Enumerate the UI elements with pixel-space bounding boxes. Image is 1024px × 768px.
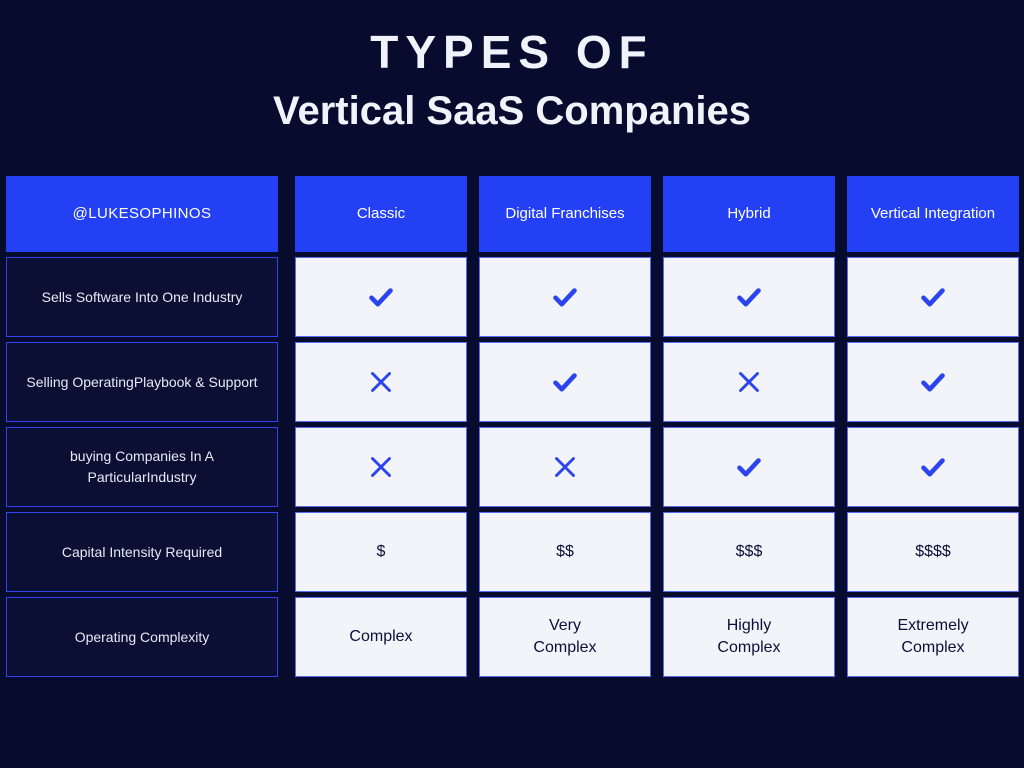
cell-r0-c0 [295, 257, 467, 337]
cell-text: $$$ [735, 543, 763, 560]
cell-r3-c0: $ [295, 512, 467, 592]
row-label-line: Playbook & Support [133, 373, 258, 390]
cell-text: $$$$ [915, 543, 951, 560]
check-icon [364, 280, 398, 314]
cell-text: $ [376, 543, 386, 560]
row-label-3: Capital Intensity Required [6, 512, 278, 592]
title-line-secondary: Vertical SaaS Companies [272, 89, 751, 133]
cell-text: Highly [726, 617, 772, 634]
cell-r2-c2 [663, 427, 835, 507]
row-label-1: Selling OperatingPlaybook & Support [6, 342, 278, 422]
row-label-line: Selling Operating [26, 373, 134, 390]
cell-text: Complex [717, 639, 781, 656]
cell-r1-c2 [663, 342, 835, 422]
cross-icon [364, 365, 398, 399]
cell-r4-c0: Complex [295, 597, 467, 677]
header-cell-3: Hybrid [663, 176, 835, 252]
cell-text: Complex [533, 639, 597, 656]
row-label-0: Sells Software Into One Industry [6, 257, 278, 337]
cell-text: Complex [901, 639, 965, 656]
check-icon [916, 365, 950, 399]
cell-r3-c1: $$ [479, 512, 651, 592]
row-label-line: Sells Software Into One Industry [41, 288, 243, 305]
cell-text: Complex [349, 628, 413, 645]
row-label-4: Operating Complexity [6, 597, 278, 677]
cell-r1-c3 [847, 342, 1019, 422]
table-row: buying Companies In A ParticularIndustry [6, 427, 1019, 507]
row-label-line: Capital Intensity Required [61, 543, 223, 560]
title-line-primary: TYPES OF [370, 26, 654, 78]
row-label-line: Operating Complexity [74, 628, 210, 645]
cell-r2-c1 [479, 427, 651, 507]
cell-text: $$ [556, 543, 574, 560]
cell-r0-c3 [847, 257, 1019, 337]
table-row: Capital Intensity Required$$$$$$$$$$ [6, 512, 1019, 592]
cell-r3-c2: $$$ [663, 512, 835, 592]
page-title: TYPES OF Vertical SaaS Companies [0, 22, 1024, 140]
check-icon [916, 450, 950, 484]
cross-icon [548, 450, 582, 484]
cell-r2-c0 [295, 427, 467, 507]
cell-r1-c1 [479, 342, 651, 422]
check-icon [548, 365, 582, 399]
header-cell-4: Vertical Integration [847, 176, 1019, 252]
check-icon [548, 280, 582, 314]
table-row: Sells Software Into One Industry [6, 257, 1019, 337]
cell-r1-c0 [295, 342, 467, 422]
cell-r3-c3: $$$$ [847, 512, 1019, 592]
cell-r0-c1 [479, 257, 651, 337]
header-cell-2: Digital Franchises [479, 176, 651, 252]
check-icon [732, 450, 766, 484]
cross-icon [732, 365, 766, 399]
check-icon [732, 280, 766, 314]
header-cell-handle: @LUKESOPHINOS [6, 176, 278, 252]
header-cell-1: Classic [295, 176, 467, 252]
row-label-line: buying Companies In A Particular [70, 448, 214, 485]
row-label-2: buying Companies In A ParticularIndustry [6, 427, 278, 507]
cell-r2-c3 [847, 427, 1019, 507]
row-label-line: Industry [146, 469, 197, 485]
cell-text: Very [548, 617, 581, 634]
cross-icon [364, 450, 398, 484]
cell-text: Extremely [897, 617, 969, 634]
table-row: Selling OperatingPlaybook & Support [6, 342, 1019, 422]
check-icon [916, 280, 950, 314]
cell-r0-c2 [663, 257, 835, 337]
